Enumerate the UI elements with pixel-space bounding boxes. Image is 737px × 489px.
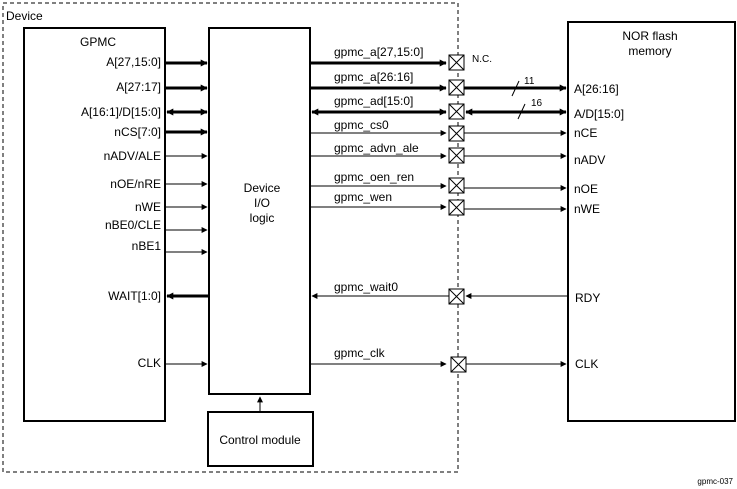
gpmc-block <box>23 27 166 422</box>
signal-gpmc-cs0: gpmc_cs0 <box>334 118 389 132</box>
nor-pin-a-d: A/D[15:0] <box>574 107 624 121</box>
nor-pin-nadv: nADV <box>574 153 605 167</box>
signal-gpmc-ad: gpmc_ad[15:0] <box>334 94 413 108</box>
nor-pin-nce: nCE <box>574 126 597 140</box>
nor-title-line1: NOR flash <box>622 29 677 43</box>
gpmc-pin-a-27-15-0: A[27,15:0] <box>106 55 161 69</box>
bus-width-11: 11 <box>524 76 535 87</box>
gpmc-pin-a-27-17: A[27:17] <box>116 80 161 94</box>
gpmc-pin-nbe1: nBE1 <box>132 239 162 253</box>
gpmc-pin-nadv-ale: nADV/ALE <box>104 149 161 163</box>
gpmc-pin-noe-nre: nOE/nRE <box>110 177 161 191</box>
signal-gpmc-advn-ale: gpmc_advn_ale <box>334 141 419 155</box>
gpmc-pin-nbe0-cle: nBE0/CLE <box>105 218 161 232</box>
io-logic-line2: I/O <box>254 196 270 210</box>
pad-boxes <box>448 54 467 373</box>
signal-gpmc-oen-ren: gpmc_oen_ren <box>334 170 414 184</box>
gpmc-pin-nwe: nWE <box>135 200 161 214</box>
nor-pin-nwe: nWE <box>574 202 600 216</box>
gpmc-pin-a-d: A[16:1]/D[15:0] <box>81 105 161 119</box>
nor-pin-noe: nOE <box>574 182 598 196</box>
gpmc-pin-clk: CLK <box>138 356 161 370</box>
signal-gpmc-wait0: gpmc_wait0 <box>334 280 398 294</box>
device-label: Device <box>6 9 43 23</box>
nor-pin-rdy: RDY <box>575 291 600 305</box>
io-logic-line3: logic <box>250 211 275 225</box>
gpmc-pin-wait: WAIT[1:0] <box>108 289 161 303</box>
nor-title-line2: memory <box>628 44 671 58</box>
gpmc-title: GPMC <box>80 35 116 49</box>
figure-id: gpmc-037 <box>697 477 733 486</box>
io-logic-block <box>208 27 311 395</box>
io-logic-line1: Device <box>244 181 281 195</box>
nc-label: N.C. <box>472 54 492 65</box>
signal-gpmc-wen: gpmc_wen <box>334 190 392 204</box>
device-boundary <box>2 2 459 473</box>
bus-width-16: 16 <box>531 98 543 109</box>
nor-flash-block <box>567 21 736 422</box>
gpmc-io-connections <box>165 59 209 367</box>
io-pad-connections <box>310 59 449 367</box>
signal-gpmc-a-26-16: gpmc_a[26:16] <box>334 70 413 84</box>
gpmc-pin-ncs: nCS[7:0] <box>114 125 161 139</box>
nor-pin-clk: CLK <box>575 357 598 371</box>
signal-gpmc-a-27-15-0: gpmc_a[27,15:0] <box>334 45 423 59</box>
pad-nor-connections <box>464 80 568 367</box>
nor-pin-a-26-16: A[26:16] <box>574 82 619 96</box>
signal-gpmc-clk: gpmc_clk <box>334 346 386 360</box>
control-module-label: Control module <box>219 433 301 447</box>
